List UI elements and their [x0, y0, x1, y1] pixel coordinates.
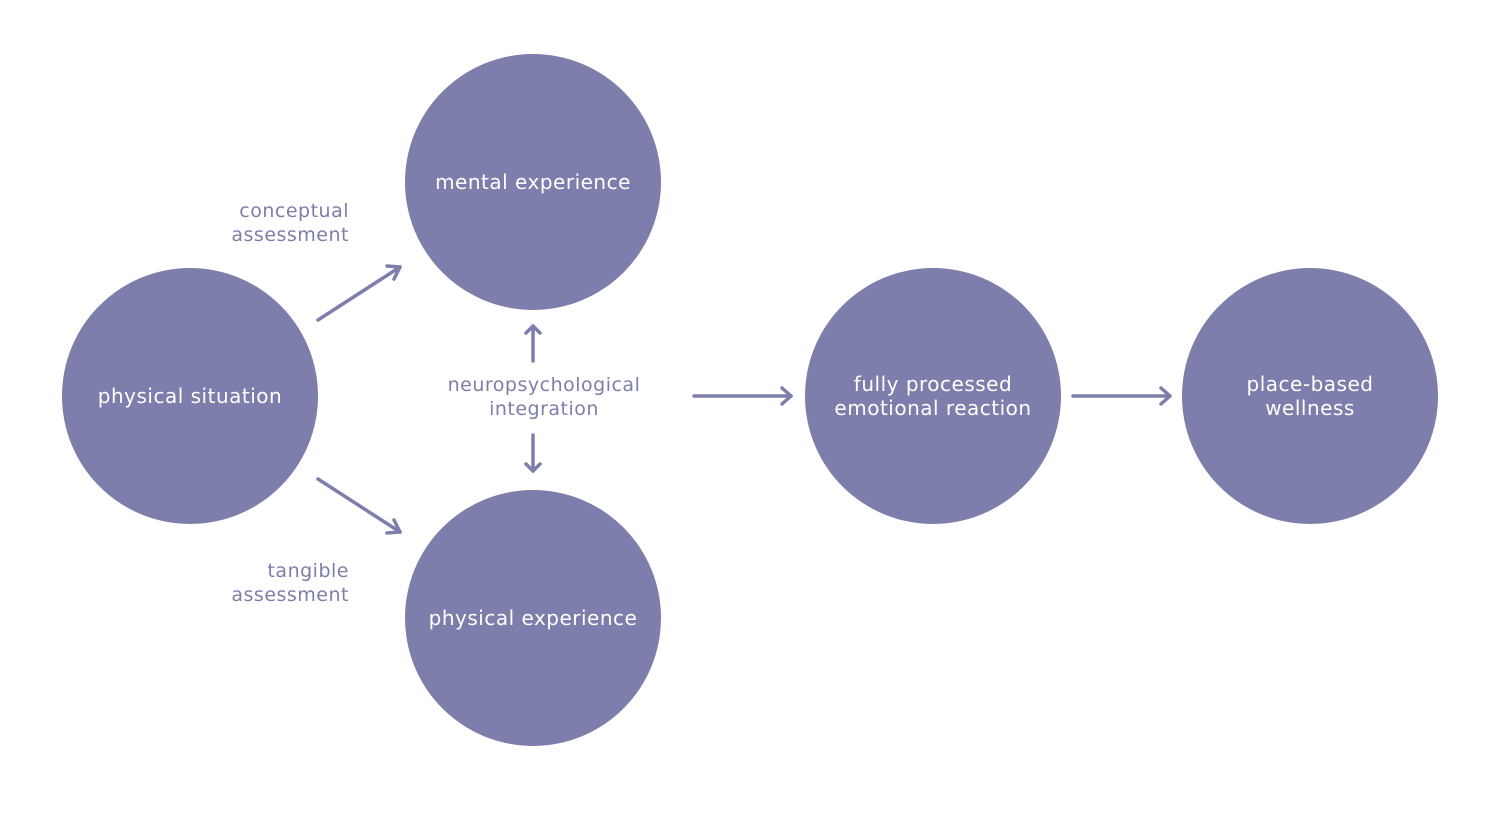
arrow-integration-to-physical [524, 433, 542, 473]
node-physical-experience: physical experience [405, 490, 661, 746]
node-emotional-reaction-line2: emotional reaction [834, 396, 1032, 420]
node-emotional-reaction-line1: fully processed [853, 372, 1013, 396]
arrow-situation-to-physical [316, 477, 402, 535]
node-physical-situation: physical situation [62, 268, 318, 524]
arrow-reaction-to-wellness [1071, 386, 1172, 406]
label-neuropsychological-integration: neuropsychological integration [424, 373, 664, 421]
node-physical-experience-label: physical experience [428, 606, 638, 630]
label-tangible-line2: assessment [231, 584, 349, 606]
node-wellness: place-based wellness [1182, 268, 1438, 524]
node-wellness-line2: wellness [1265, 396, 1355, 420]
node-mental-experience-label: mental experience [435, 170, 631, 194]
node-mental-experience: mental experience [405, 54, 661, 310]
arrow-integration-to-reaction [692, 386, 793, 406]
label-tangible-assessment: tangible assessment [170, 559, 349, 607]
arrow-situation-to-mental [316, 264, 402, 322]
arrow-integration-to-mental [524, 324, 542, 363]
node-wellness-line1: place-based [1246, 372, 1374, 396]
label-integration-line1: neuropsychological [447, 374, 641, 396]
node-emotional-reaction: fully processed emotional reaction [805, 268, 1061, 524]
label-conceptual-assessment: conceptual assessment [170, 199, 349, 247]
label-conceptual-line1: conceptual [239, 200, 349, 222]
label-integration-line2: integration [489, 398, 599, 420]
label-tangible-line1: tangible [267, 560, 349, 582]
node-physical-situation-label: physical situation [97, 384, 283, 408]
label-conceptual-line2: assessment [231, 224, 349, 246]
